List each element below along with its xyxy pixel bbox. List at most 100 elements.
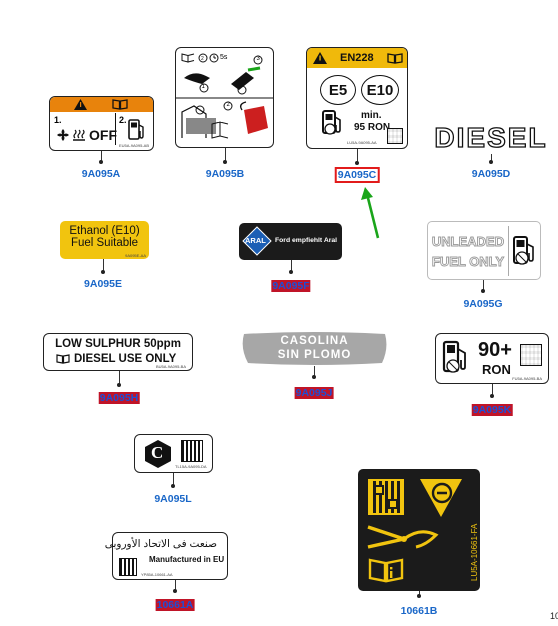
label-9a095f: ARAL Ford empfiehlt Aral (239, 223, 342, 260)
ron-text: RON (482, 362, 511, 377)
manufactured-text: Manufactured in EU (149, 555, 225, 564)
label-9a095c: EN228 E5 E10 min. 95 RON LU5A-9A095-AA (306, 47, 408, 149)
warning-header (50, 97, 153, 112)
manual-book-icon (368, 558, 404, 583)
svg-text:UNLEADED: UNLEADED (432, 234, 504, 249)
qr-code (181, 440, 203, 462)
leader-dot-m (173, 589, 177, 593)
low-sulphur-text: LOW SULPHUR 50ppm (55, 338, 181, 350)
leader-dot-h (117, 383, 121, 387)
leader-dot-b (223, 160, 227, 164)
leader-line-f (291, 260, 292, 272)
diesel-use-text: DIESEL USE ONLY (74, 353, 177, 365)
leader-dot-d (489, 160, 493, 164)
leader-line-m (175, 580, 176, 591)
page-number: 10 (550, 611, 558, 621)
leader-dot-j (312, 375, 316, 379)
leader-line-n (419, 591, 420, 596)
hexagon-c-icon (145, 440, 171, 468)
diesel-outline-text: DIESEL (434, 121, 547, 153)
label-9a095e: Ethanol (E10) Fuel Suitable 9A095E-AA (60, 221, 149, 259)
step-1: 1 (201, 84, 205, 90)
part-number-9a095a[interactable]: 9A095A (81, 168, 121, 180)
label-9a095l: C TL15A-9A095-DA (134, 434, 213, 473)
arabic-text: صنعت فى الاتحاد الأوروبى (104, 538, 217, 550)
min-text: min. (361, 110, 382, 121)
hexagon-letter: C (151, 443, 164, 462)
heater-icon (73, 129, 85, 141)
step-number-2: 2. (119, 115, 127, 125)
en228-header (307, 48, 407, 68)
leader-line-j (314, 366, 315, 377)
svg-text:DIESEL: DIESEL (434, 122, 547, 153)
refuel-instructions-icon: 2 (176, 53, 273, 139)
divider (115, 113, 116, 145)
label-9a095h: LOW SULPHUR 50ppm DIESEL USE ONLY BU5A-9… (43, 333, 193, 371)
label-code: YP85A-10661-AA (141, 572, 173, 577)
fuel-pump-icon (442, 340, 466, 373)
manual-book-icon (56, 354, 70, 364)
warning-triangle-icon (74, 99, 87, 110)
e5-badge: E5 (320, 75, 356, 105)
label-code: TL15A-9A095-DA (175, 464, 207, 469)
part-number-9a095b[interactable]: 9A095B (205, 168, 245, 180)
qr-code (387, 128, 403, 144)
ron-value: 90+ (478, 339, 512, 361)
step-number-1: 1. (54, 115, 62, 125)
part-number-9a095k[interactable]: 9A095K (471, 404, 513, 416)
step-3: 3 (256, 56, 260, 62)
leader-dot-n (417, 594, 421, 598)
e10-badge: E10 (361, 75, 399, 105)
leader-line-l (173, 473, 174, 486)
leader-dot-l (171, 484, 175, 488)
label-10661b: LU5A-10661-FA (358, 469, 480, 591)
qr-code (520, 344, 542, 366)
vertical-part-code: LU5A-10661-FA (470, 523, 479, 581)
leader-line-h (119, 371, 120, 385)
leader-line-a (101, 151, 102, 162)
part-number-9a095h[interactable]: 9A095H (98, 392, 140, 404)
off-text: OFF (89, 127, 117, 143)
svg-text:FUEL ONLY: FUEL ONLY (432, 254, 505, 269)
casolina-line-2: SIN PLOMO (277, 349, 352, 361)
leader-dot-c (355, 161, 359, 165)
aral-text: Ford empfiehlt Aral (275, 237, 338, 244)
fuel-pump-icon (513, 236, 534, 265)
label-9a095g: UNLEADED FUEL ONLY (427, 221, 541, 280)
part-number-10661b[interactable]: 10661B (400, 605, 438, 617)
label-9a095b: 2 5s 1 2 3 (175, 47, 274, 148)
aral-brand: ARAL (245, 236, 266, 245)
jump-start-clamp-icon (367, 525, 439, 549)
casolina-line-1: CASOLINA (280, 335, 349, 347)
ron-text: 95 RON (354, 122, 391, 133)
qr-code (368, 479, 404, 515)
fuel-pump-icon (322, 110, 341, 135)
manual-book-icon (112, 99, 128, 110)
part-number-10661a[interactable]: 10661A (155, 599, 195, 611)
part-number-9a095j[interactable]: 9A095J (294, 387, 334, 399)
leader-line-d (491, 154, 492, 162)
label-9a095k: 90+ RON FU5A-9A095-BA (435, 333, 549, 384)
label-10661a: صنعت فى الاتحاد الأوروبى Manufactured in… (105, 532, 228, 580)
leader-line-c (357, 149, 358, 163)
leader-dot-a (99, 160, 103, 164)
green-arrow-icon (361, 187, 380, 239)
part-number-9a095g[interactable]: 9A095G (463, 298, 503, 310)
part-number-9a095d[interactable]: 9A095D (471, 168, 511, 180)
part-number-9a095c[interactable]: 9A095C (334, 167, 380, 183)
part-number-9a095l[interactable]: 9A095L (154, 493, 192, 505)
fuel-pump-icon (128, 119, 144, 140)
part-number-9a095e[interactable]: 9A095E (84, 278, 122, 290)
leader-dot-k (490, 394, 494, 398)
warning-triangle-icon (313, 52, 327, 64)
ethanol-line-2: Fuel Suitable (70, 237, 139, 249)
leader-line-e (103, 259, 104, 272)
fan-icon (57, 129, 69, 141)
label-code: FU5A-9A095-BA (512, 376, 542, 381)
step-2: 2 (226, 102, 230, 108)
timer-text: 5s (220, 54, 228, 61)
casolina-plate (242, 332, 387, 365)
part-number-9a095f[interactable]: 9A095F (271, 280, 311, 292)
ethanol-line-1: Ethanol (E10) (69, 225, 140, 237)
label-code: EU5A-9A095-AB (118, 143, 149, 148)
